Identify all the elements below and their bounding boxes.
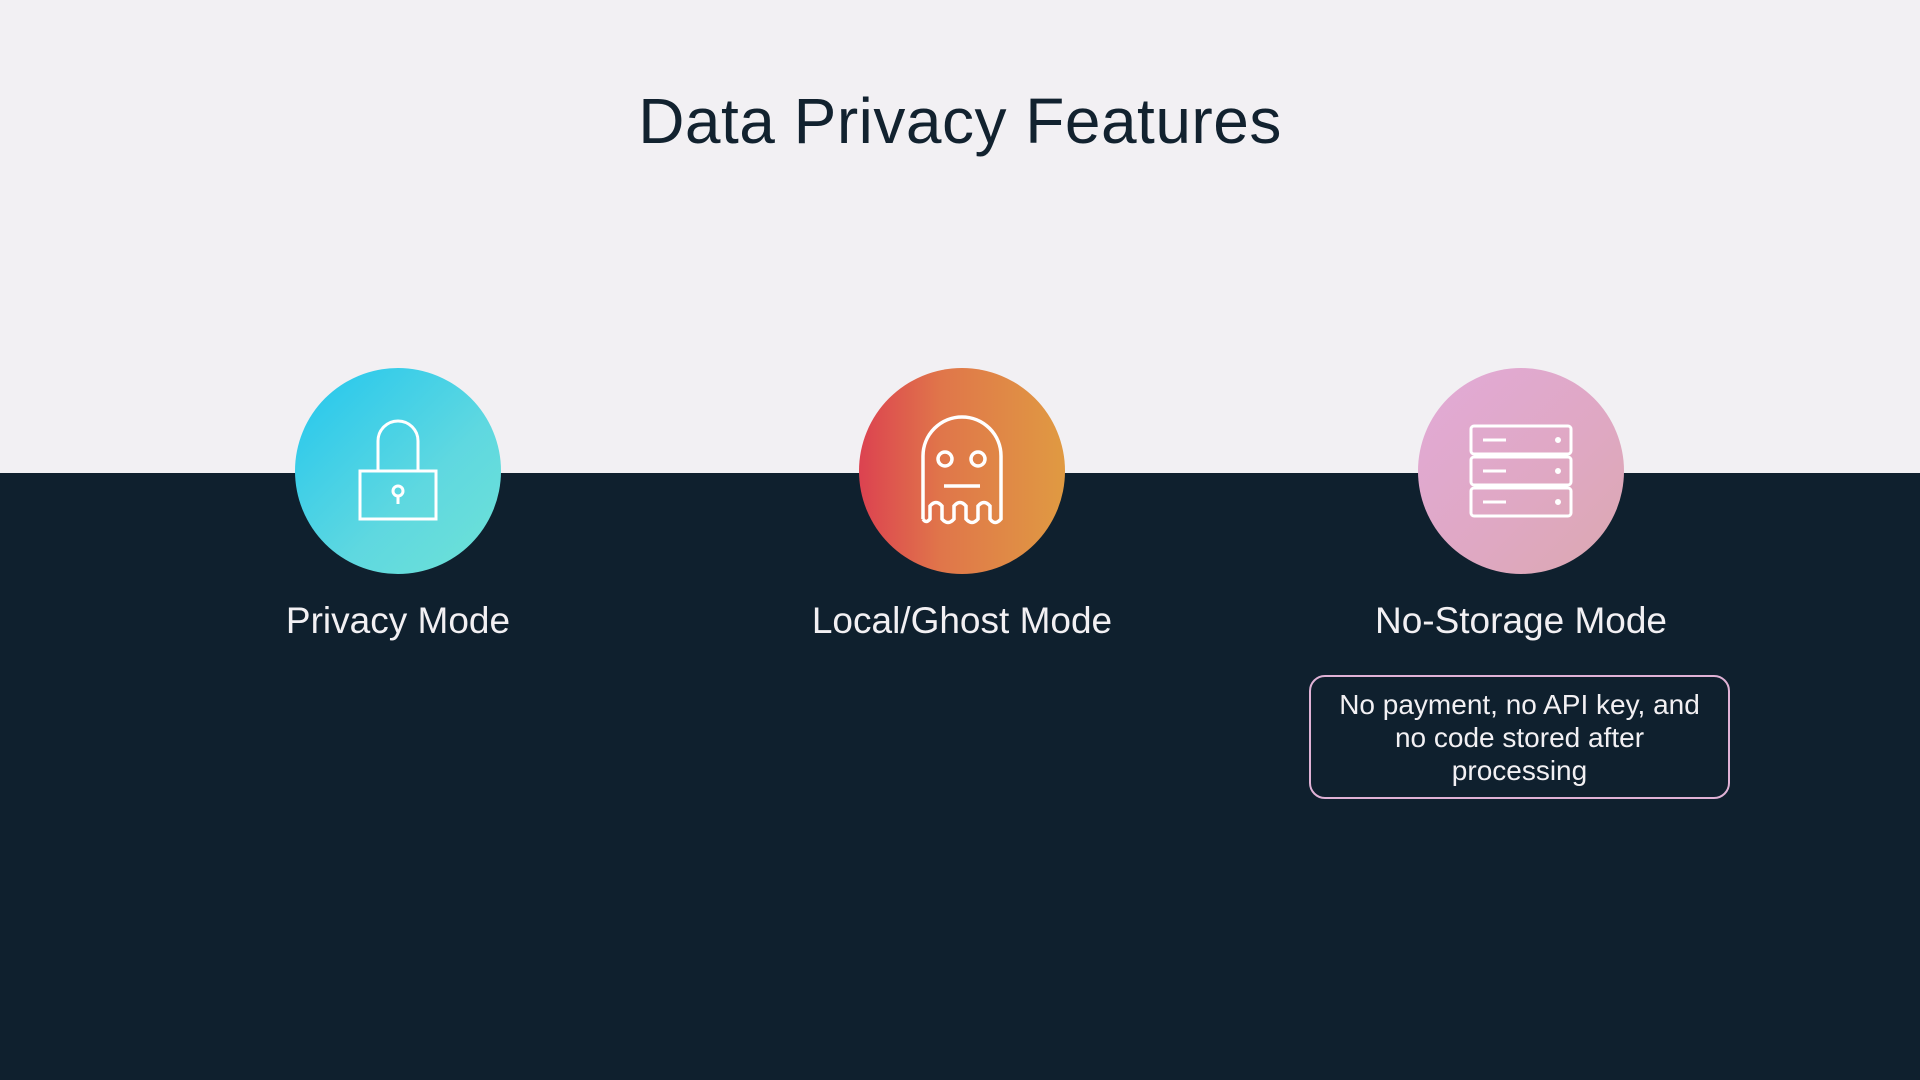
privacy-mode-badge xyxy=(295,368,501,574)
ghost-mode-badge xyxy=(859,368,1065,574)
ghost-icon xyxy=(921,414,1003,524)
no-storage-mode-label: No-Storage Mode xyxy=(1374,600,1668,641)
no-storage-description-box: No payment, no API key, and no code stor… xyxy=(1309,675,1730,799)
no-storage-mode-badge xyxy=(1418,368,1624,574)
no-storage-description: No payment, no API key, and no code stor… xyxy=(1339,688,1700,786)
lock-icon xyxy=(358,419,438,521)
privacy-mode-label: Privacy Mode xyxy=(285,600,511,641)
ghost-mode-label: Local/Ghost Mode xyxy=(811,600,1113,641)
server-icon xyxy=(1469,424,1573,518)
page-title: Data Privacy Features xyxy=(638,85,1282,157)
